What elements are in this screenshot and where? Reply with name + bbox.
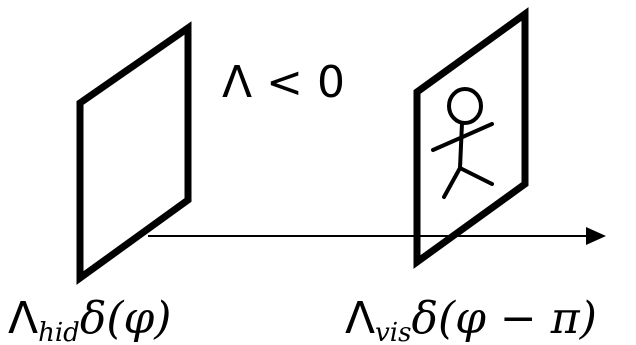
visible-brane <box>413 7 529 269</box>
hidden-brane <box>76 21 192 285</box>
hidden-lambda: Λ <box>8 293 38 344</box>
hidden-subscript: hid <box>38 318 80 345</box>
hidden-brane-label: Λhidδ(φ) <box>8 293 171 345</box>
stick-figure-icon <box>431 87 494 199</box>
visible-subscript: vis <box>375 318 411 345</box>
condition-label: Λ < 0 <box>222 57 345 108</box>
visible-delta: δ(φ − π) <box>411 293 596 344</box>
axis-arrowhead <box>586 227 606 245</box>
hidden-delta: δ(φ) <box>80 293 172 344</box>
visible-brane-label: Λvisδ(φ − π) <box>345 293 597 345</box>
visible-lambda: Λ <box>345 293 375 344</box>
